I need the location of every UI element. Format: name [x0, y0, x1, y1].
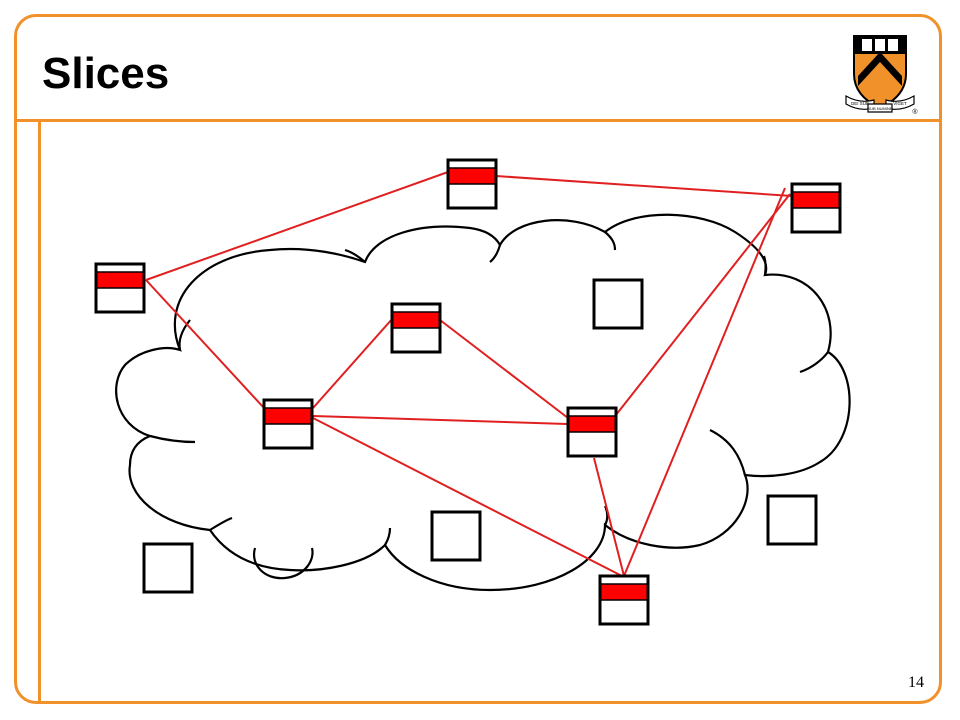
slice-link-n5-n6 — [312, 415, 568, 425]
slice-node-n4 — [390, 302, 442, 354]
plain-node-p4 — [142, 542, 194, 594]
slice-link-n6-n3 — [611, 193, 791, 421]
logo-motto-right: VIGET — [893, 101, 907, 106]
registered-mark: ® — [912, 108, 918, 116]
slice-band — [569, 416, 615, 432]
slice-link-n5-n4 — [312, 317, 394, 409]
title-divider — [16, 119, 940, 122]
slice-link-n5-n8 — [312, 417, 623, 577]
slice-link-n3-n8 — [623, 187, 786, 577]
slice-node-n3 — [790, 182, 842, 234]
logo-motto-left: DEI SUB — [851, 101, 869, 106]
slide-frame — [14, 14, 942, 704]
plain-node-p3 — [766, 494, 818, 546]
slice-node-n1 — [94, 262, 146, 314]
slice-band — [393, 312, 439, 328]
slice-band — [449, 168, 495, 184]
slice-band — [793, 192, 839, 208]
slice-links — [145, 171, 793, 577]
slice-link-n1-n5 — [145, 279, 265, 409]
side-divider — [38, 121, 41, 703]
slice-node-n8 — [598, 574, 650, 626]
slice-node-n5 — [262, 398, 314, 450]
slice-node-n6 — [566, 406, 618, 458]
page-number: 14 — [908, 674, 924, 691]
princeton-shield-icon: DEI SUB SUB NUMINE VIGET ® — [845, 35, 918, 116]
slice-link-n2-n3 — [495, 175, 793, 197]
network-cloud — [115, 213, 851, 592]
slice-band — [265, 408, 311, 424]
slice-band — [601, 584, 647, 600]
slide-title: Slices — [42, 49, 170, 98]
logo-motto-center: SUB NUMINE — [867, 106, 892, 111]
nodes — [94, 158, 842, 626]
slice-node-n2 — [446, 158, 498, 210]
slice-band — [97, 272, 143, 288]
plain-node-p2 — [430, 510, 482, 562]
slice-link-n1-n2 — [145, 171, 449, 281]
slice-link-n6-n8 — [593, 457, 625, 577]
plain-node-p1 — [592, 278, 644, 330]
slice-link-n4-n6 — [439, 319, 569, 419]
